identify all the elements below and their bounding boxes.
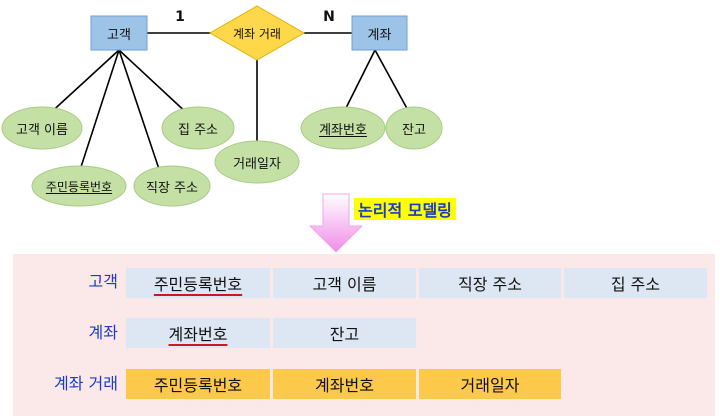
attr-ellipse-work-address: [133, 165, 211, 207]
cardinality-one: 1: [175, 9, 185, 25]
cell-account-balance: 잔고: [273, 318, 416, 348]
link-customer-name: [46, 49, 120, 117]
pk-resident-no: 주민등록번호: [153, 275, 243, 294]
pk-account-no: 계좌번호: [168, 325, 228, 344]
cell-trade-resident-no: 주민등록번호: [126, 369, 270, 399]
attr-ellipse-balance: [385, 106, 443, 150]
cell-trade-account-no: 계좌번호: [273, 369, 416, 399]
entity-account-label: 계좌: [367, 27, 392, 43]
attr-ellipse-customer-name: [1, 106, 83, 150]
link-account-accountno: [342, 49, 376, 115]
attr-work-address: 직장 주소: [146, 180, 198, 196]
entity-customer-label: 고객: [107, 27, 131, 43]
attr-account-no: 계좌번호: [319, 122, 367, 138]
attr-home-address: 집 주소: [177, 122, 218, 138]
link-account-balance: [374, 49, 411, 115]
attr-ellipse-trade-date: [214, 140, 300, 184]
cell-customer-work-address: 직장 주소: [419, 268, 561, 298]
attr-ellipse-resident-no: [31, 165, 127, 207]
attr-trade-date: 거래일자: [233, 156, 281, 172]
attr-ellipse-home-address: [161, 106, 235, 150]
cell-account-no: 계좌번호: [126, 318, 270, 348]
attr-resident-no: 주민등록번호: [45, 179, 113, 194]
attr-customer-name: 고객 이름: [16, 122, 68, 138]
attr-ellipse-account-no: [300, 106, 386, 150]
cell-customer-home-address: 집 주소: [564, 268, 707, 298]
cell-trade-date: 거래일자: [419, 369, 561, 399]
logical-modeling-label: 논리적 모델링: [354, 198, 456, 220]
entity-account: [351, 15, 408, 51]
cardinality-many: N: [323, 9, 335, 25]
relationship-label: 계좌 거래: [233, 26, 281, 41]
relationship-diamond: [208, 5, 306, 61]
link-customer-work: [118, 49, 161, 173]
cell-customer-resident-no: 주민등록번호: [126, 268, 270, 298]
table-name-customer: 고객: [88, 272, 118, 291]
cell-customer-name: 고객 이름: [273, 268, 416, 298]
table-name-account-trade: 계좌 거래: [54, 374, 118, 393]
entity-customer: [90, 15, 148, 51]
attr-balance: 잔고: [402, 122, 426, 138]
table-name-account: 계좌: [88, 323, 118, 342]
down-arrow-icon: [308, 193, 364, 253]
link-customer-home: [118, 49, 191, 117]
link-customer-resident: [79, 49, 120, 171]
